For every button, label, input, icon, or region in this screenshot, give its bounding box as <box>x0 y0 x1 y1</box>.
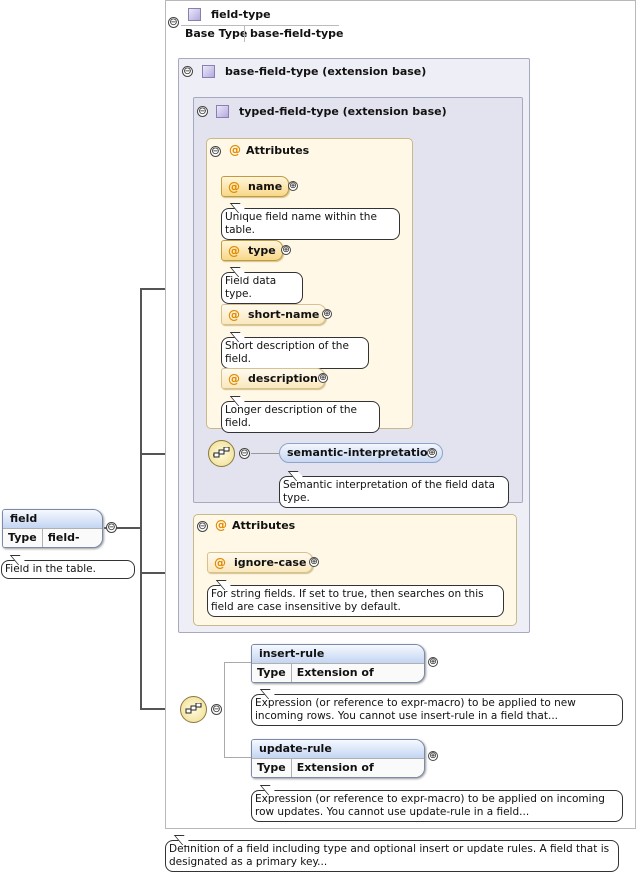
element-type-row: Type Extension of 'xs:string' <box>252 663 424 682</box>
field-type-title: field-type <box>211 8 271 21</box>
doc-callout: Field in the table. <box>1 560 135 579</box>
at-icon: @ <box>215 518 227 532</box>
expand-icon[interactable]: ⊕ <box>288 181 298 191</box>
doc-callout: For string fields. If set to true, then … <box>207 585 504 617</box>
expand-icon[interactable]: ⊕ <box>322 309 332 319</box>
attribute-label: short-name <box>248 308 320 321</box>
base-type-label: Base Type <box>185 27 248 40</box>
semantic-interpretation-element[interactable]: semantic-interpretation <box>279 443 444 463</box>
attribute-ignore-case[interactable]: @ ignore-case <box>207 552 314 573</box>
attribute-short-name[interactable]: @ short-name <box>221 304 327 325</box>
expand-icon[interactable]: ⊕ <box>427 448 437 458</box>
typed-ext-collapse-icon[interactable]: ⊖ <box>197 106 208 117</box>
type-value: Extension of 'xs:string' <box>296 761 374 774</box>
element-name: field <box>3 510 102 528</box>
connector <box>224 662 225 758</box>
expand-icon[interactable]: ⊕ <box>309 557 319 567</box>
type-value: Extension of 'xs:string' <box>296 666 374 679</box>
expand-icon[interactable]: ⊕ <box>428 657 438 667</box>
sequence-collapse-icon[interactable]: ⊖ <box>211 704 222 715</box>
at-icon: @ <box>214 555 226 570</box>
element-type-row: Type Extension of 'xs:string' <box>252 758 424 777</box>
base-ext-title: base-field-type (extension base) <box>225 65 427 78</box>
element-name: insert-rule <box>252 645 424 663</box>
attributes-collapse-icon[interactable]: ⊖ <box>197 521 208 532</box>
field-element[interactable]: field Type field-type <box>2 509 103 548</box>
element-type-row: Type field-type <box>3 528 102 547</box>
base-ext-collapse-icon[interactable]: ⊖ <box>182 66 193 77</box>
attribute-label: name <box>248 180 283 193</box>
attribute-name[interactable]: @ name <box>221 176 290 197</box>
doc-callout: Expression (or reference to expr-macro) … <box>251 790 623 822</box>
update-rule-element[interactable]: update-rule Type Extension of 'xs:string… <box>251 739 425 778</box>
attribute-label: ignore-case <box>234 556 307 569</box>
type-label: Type <box>252 759 292 777</box>
at-icon: @ <box>228 243 240 258</box>
complex-type-icon <box>202 65 215 78</box>
doc-callout: Semantic interpretation of the field dat… <box>279 476 509 508</box>
field-type-doc-callout: Definition of a field including type and… <box>165 840 619 872</box>
doc-callout: Unique field name within the table. <box>221 208 400 240</box>
sequence-icon[interactable] <box>180 696 207 723</box>
complex-type-icon <box>216 105 229 118</box>
at-icon: @ <box>228 307 240 322</box>
expand-icon[interactable]: ⊕ <box>318 373 328 383</box>
connector <box>104 527 140 529</box>
doc-callout: Expression (or reference to expr-macro) … <box>251 694 623 726</box>
at-icon: @ <box>228 179 240 194</box>
attributes-title: Attributes <box>246 144 310 157</box>
sequence-glyph-icon <box>213 447 230 458</box>
type-value: field-type <box>47 531 80 544</box>
doc-callout: Longer description of the field. <box>221 401 380 433</box>
attribute-description[interactable]: @ description <box>221 368 325 389</box>
attributes-collapse-icon[interactable]: ⊖ <box>210 146 221 157</box>
type-label: Type <box>3 529 43 547</box>
sequence-collapse-icon[interactable]: ⊖ <box>239 448 250 459</box>
doc-callout: Short description of the field. <box>221 337 369 369</box>
element-name: update-rule <box>252 740 424 758</box>
sequence-icon[interactable] <box>208 440 235 467</box>
typed-ext-title: typed-field-type (extension base) <box>239 105 447 118</box>
base-type-value: base-field-type <box>250 27 344 40</box>
attribute-label: description <box>248 372 318 385</box>
field-collapse-icon[interactable]: ⊖ <box>106 522 117 533</box>
connector <box>224 757 251 758</box>
complex-type-icon <box>188 8 201 21</box>
type-label: Type <box>252 664 292 682</box>
attribute-type[interactable]: @ type <box>221 240 283 261</box>
connector <box>224 662 251 663</box>
connector <box>251 453 279 454</box>
field-type-collapse-icon[interactable]: ⊖ <box>168 17 179 28</box>
connector <box>140 708 180 710</box>
attribute-label: type <box>248 244 276 257</box>
connector <box>140 288 142 710</box>
insert-rule-element[interactable]: insert-rule Type Extension of 'xs:string… <box>251 644 425 683</box>
divider <box>244 26 245 42</box>
sequence-glyph-icon <box>185 703 202 714</box>
field-type-title-underline <box>181 25 339 26</box>
expand-icon[interactable]: ⊕ <box>428 751 438 761</box>
attributes-title: Attributes <box>232 519 296 532</box>
at-icon: @ <box>229 143 241 157</box>
at-icon: @ <box>228 371 240 386</box>
expand-icon[interactable]: ⊕ <box>281 245 291 255</box>
doc-callout: Field data type. <box>221 272 303 304</box>
